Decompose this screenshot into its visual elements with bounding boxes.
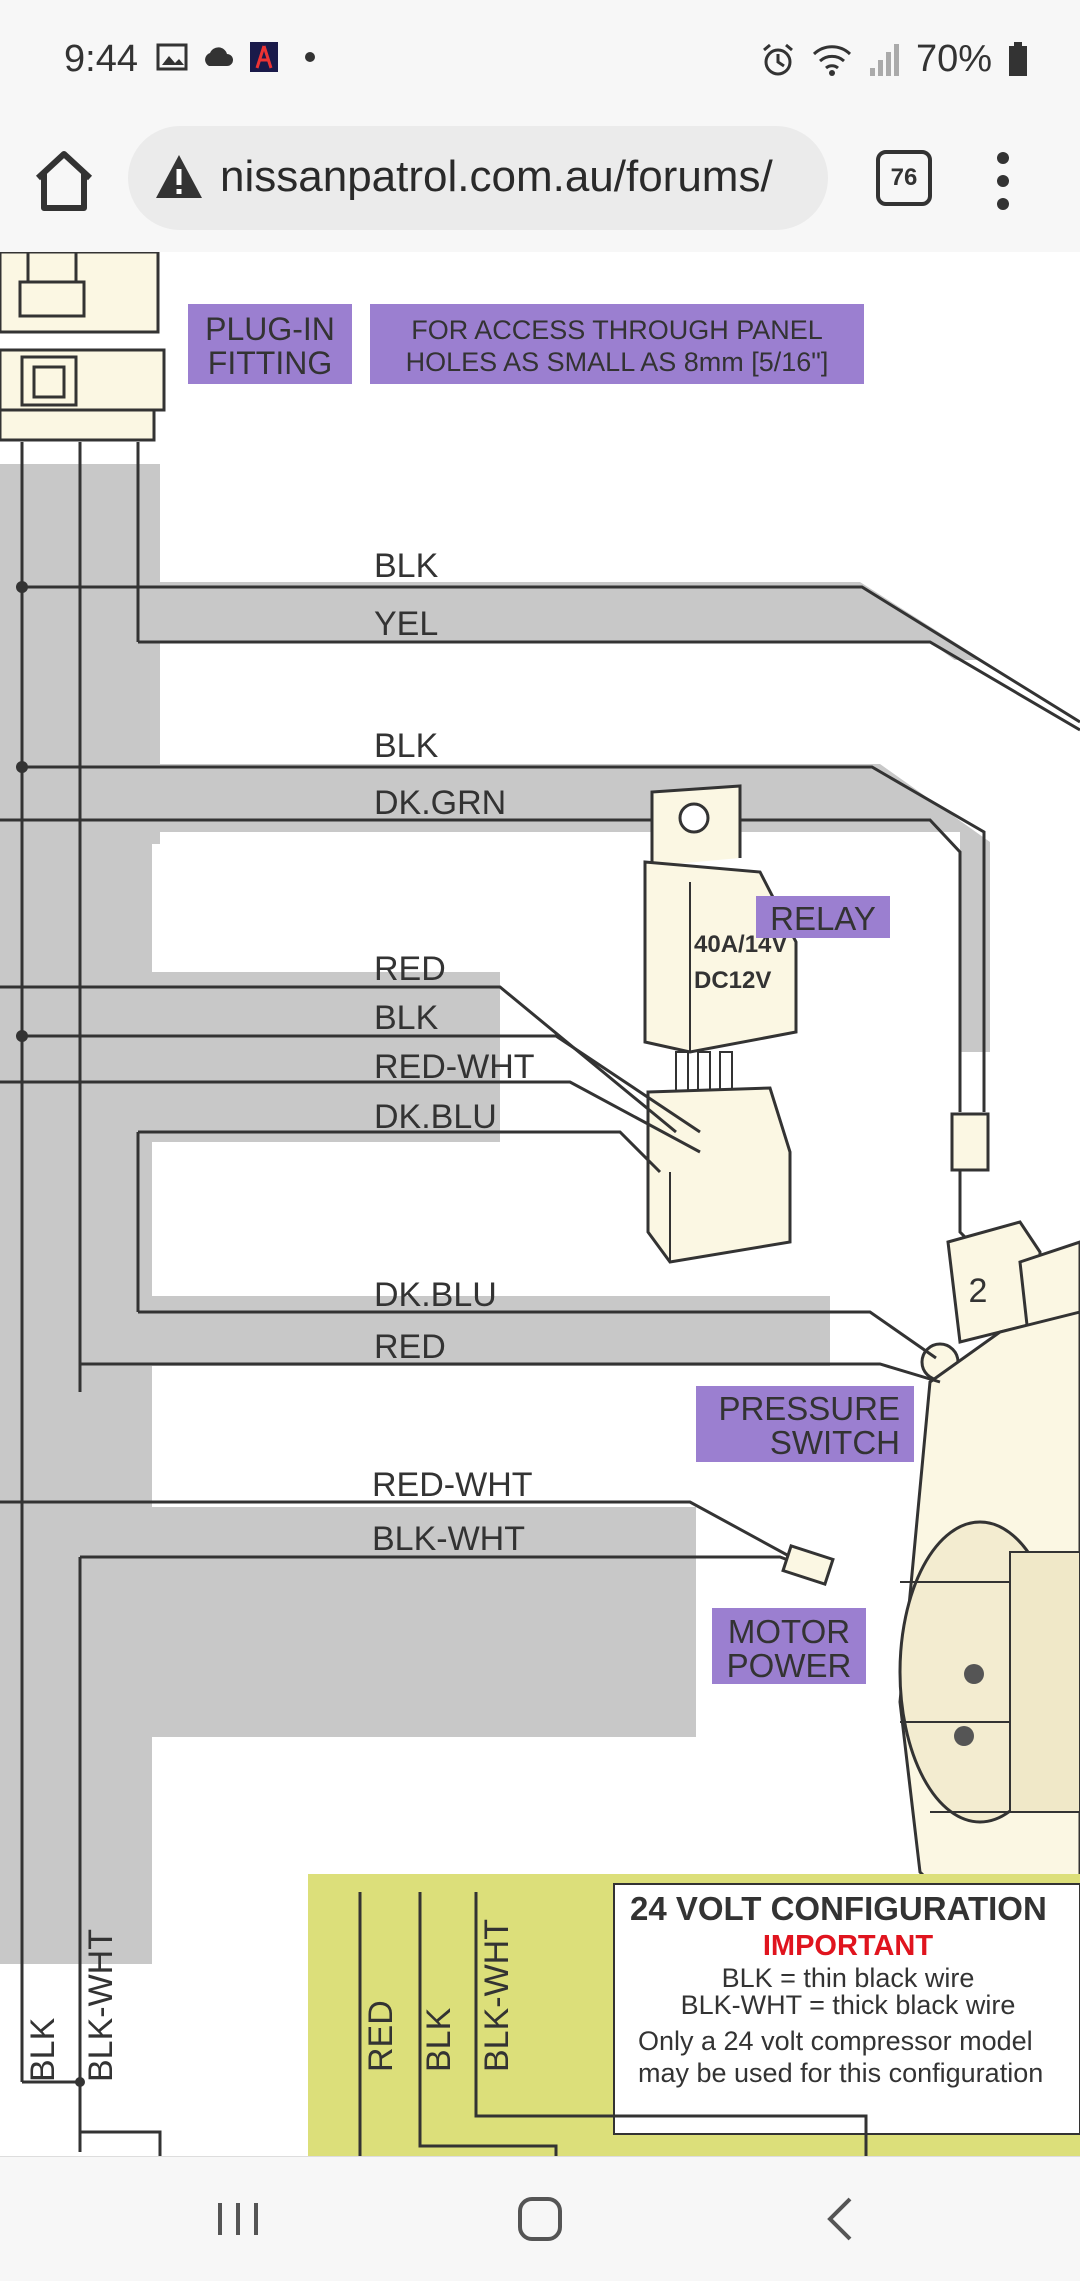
wire-label-dkblu-2: DK.BLU bbox=[374, 1276, 497, 1314]
relay-marking-2: DC12V bbox=[694, 967, 771, 994]
pressure-switch-callout: PRESSURE SWITCH bbox=[696, 1386, 914, 1462]
alarm-icon bbox=[762, 43, 793, 75]
plug-in-fitting-callout: PLUG-IN FITTING bbox=[188, 304, 352, 384]
vlabel-left-blkwht: BLK-WHT bbox=[82, 1929, 120, 2082]
gallery-icon bbox=[156, 43, 188, 71]
status-time: 9:44 bbox=[64, 38, 138, 80]
wire-label-red-2: RED bbox=[374, 1328, 446, 1366]
access-callout: FOR ACCESS THROUGH PANEL HOLES AS SMALL … bbox=[370, 304, 864, 384]
wifi-icon bbox=[812, 44, 851, 76]
motor-power-callout: MOTOR POWER bbox=[712, 1608, 866, 1684]
wire-label-dkgrn: DK.GRN bbox=[374, 784, 506, 822]
config-important: IMPORTANT bbox=[763, 1930, 934, 1962]
wire-label-blk-3: BLK bbox=[374, 999, 439, 1037]
access-line2: HOLES AS SMALL AS 8mm [5/16"] bbox=[406, 347, 829, 377]
home-icon[interactable] bbox=[32, 146, 96, 216]
overflow-menu-icon[interactable] bbox=[988, 146, 1018, 216]
notification-icons bbox=[156, 42, 326, 72]
dot-icon bbox=[305, 52, 315, 62]
wire-label-redwht-2: RED-WHT bbox=[372, 1466, 533, 1504]
url-text[interactable]: nissanpatrol.com.au/forums/ bbox=[220, 152, 773, 201]
config-line-4: may be used for this configuration bbox=[638, 2058, 1043, 2088]
relay-drawing: 40A/14V DC12V bbox=[643, 784, 798, 1264]
address-bar[interactable]: nissanpatrol.com.au/forums/ bbox=[128, 126, 828, 230]
browser-toolbar: nissanpatrol.com.au/forums/ 76 bbox=[0, 120, 1080, 254]
wire-label-redwht-1: RED-WHT bbox=[374, 1048, 535, 1086]
motor-power-line1: MOTOR bbox=[728, 1613, 850, 1650]
wiring-diagram-image[interactable]: PLUG-IN FITTING FOR ACCESS THROUGH PANEL… bbox=[0, 252, 1080, 2156]
system-nav-bar bbox=[0, 2156, 1080, 2281]
wiring-diagram: PLUG-IN FITTING FOR ACCESS THROUGH PANEL… bbox=[0, 252, 1080, 2156]
wire-group-4 bbox=[80, 1310, 941, 1384]
plug-in-line1: PLUG-IN bbox=[205, 311, 335, 347]
config-line-2: BLK-WHT = thick black wire bbox=[681, 1990, 1016, 2020]
battery-percent: 70% bbox=[915, 38, 992, 80]
wire-label-yel: YEL bbox=[374, 605, 438, 643]
vlabel-box-blk: BLK bbox=[420, 2007, 458, 2072]
access-line1: FOR ACCESS THROUGH PANEL bbox=[411, 315, 823, 345]
config-line-3: Only a 24 volt compressor model bbox=[638, 2026, 1033, 2056]
trunk-wires bbox=[20, 442, 140, 2082]
24v-config-panel: 24 VOLT CONFIGURATION IMPORTANT BLK = th… bbox=[308, 1874, 1080, 2156]
vlabel-box-blkwht: BLK-WHT bbox=[478, 1919, 516, 2072]
vlabel-box-red: RED bbox=[362, 2000, 400, 2072]
battery-icon bbox=[1009, 41, 1027, 76]
wire-bands bbox=[0, 464, 1080, 1964]
warning-icon[interactable] bbox=[154, 152, 204, 202]
cloud-icon bbox=[205, 47, 233, 66]
status-bar: 9:44 70% bbox=[0, 0, 1080, 120]
signal-icon bbox=[869, 43, 899, 76]
config-line-1: BLK = thin black wire bbox=[722, 1963, 975, 1993]
wire-group-3 bbox=[0, 985, 701, 1312]
connector-number: 2 bbox=[969, 1272, 988, 1310]
home-nav-icon[interactable] bbox=[508, 2187, 572, 2251]
wire-label-red-1: RED bbox=[374, 950, 446, 988]
app-icon bbox=[250, 42, 278, 72]
wire-group-1 bbox=[22, 585, 1080, 732]
wire-label-blkwht-1: BLK-WHT bbox=[372, 1520, 525, 1558]
pressure-switch-line2: SWITCH bbox=[770, 1424, 900, 1461]
wire-label-dkblu-1: DK.BLU bbox=[374, 1098, 497, 1136]
relay-callout: RELAY bbox=[756, 896, 890, 938]
tabs-button[interactable]: 76 bbox=[876, 150, 932, 206]
pressure-switch-line1: PRESSURE bbox=[718, 1390, 900, 1427]
config-title: 24 VOLT CONFIGURATION bbox=[630, 1890, 1047, 1927]
wire-label-blk-2: BLK bbox=[374, 727, 439, 765]
vlabel-left-blk: BLK bbox=[24, 2017, 62, 2082]
motor-power-line2: POWER bbox=[727, 1647, 852, 1684]
relay-label: RELAY bbox=[770, 900, 876, 937]
compressor-drawing: 2 bbox=[898, 1112, 1080, 1954]
recents-icon[interactable] bbox=[206, 2187, 270, 2251]
status-right: 70% bbox=[760, 38, 1028, 81]
wire-label-blk-1: BLK bbox=[374, 547, 439, 585]
wire-group-2 bbox=[0, 765, 986, 1112]
plug-in-line2: FITTING bbox=[208, 345, 332, 381]
plug-in-fitting-drawing bbox=[0, 252, 166, 442]
back-icon[interactable] bbox=[810, 2187, 874, 2251]
lower-left-wires bbox=[22, 2080, 162, 2156]
